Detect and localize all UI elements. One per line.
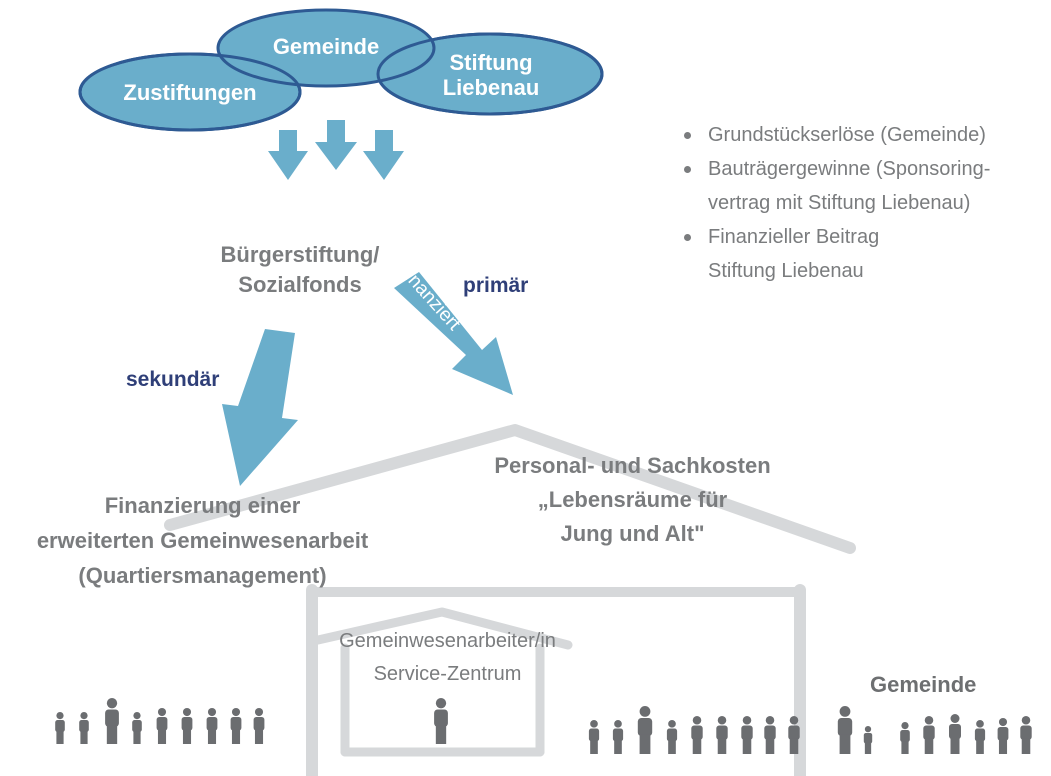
person-icon	[132, 712, 142, 744]
costs-label: Personal- und Sachkosten „Lebensräume fü…	[494, 453, 771, 546]
arrow-label-secondary: sekundär	[126, 368, 220, 391]
down-arrow-3	[363, 130, 404, 180]
source-label-zustiftungen: Zustiftungen	[123, 80, 257, 105]
list-item: Grundstückserlöse (Gemeinde)	[680, 118, 1040, 152]
people-group	[55, 698, 1032, 754]
person-icon	[253, 708, 265, 744]
person-icon	[949, 714, 961, 754]
source-label-stiftung-line1: Stiftung	[449, 50, 533, 75]
person-icon	[206, 708, 218, 744]
bullet-dot	[684, 234, 691, 241]
person-icon	[923, 716, 935, 754]
person-icon	[788, 716, 800, 754]
person-icon	[156, 708, 168, 744]
inflow-arrows	[268, 120, 404, 180]
person-icon	[741, 716, 753, 754]
secondary-arrow	[222, 329, 298, 486]
list-item: Bauträgergewinne (Sponsoring- vertrag mi…	[680, 152, 1040, 220]
person-icon	[637, 706, 653, 754]
service-house-outline	[313, 607, 573, 757]
person-icon	[181, 708, 193, 744]
source-label-gemeinde: Gemeinde	[272, 34, 380, 59]
source-label-stiftung: Stiftung Liebenau	[425, 50, 557, 100]
foundation-label: Bürgerstiftung/ Sozialfonds	[220, 242, 380, 297]
person-icon	[105, 698, 119, 744]
person-icon	[588, 720, 600, 754]
person-icon	[666, 720, 678, 754]
person-icon	[764, 716, 776, 754]
person-icon	[55, 712, 65, 744]
person-icon	[837, 706, 853, 754]
bullet-dot	[684, 132, 691, 139]
funding-sources-list: Grundstückserlöse (Gemeinde) Bauträgerge…	[680, 118, 1040, 288]
person-icon	[691, 716, 703, 754]
service-center-label: Gemeinwesenarbeiter/in Service-Zentrum	[339, 630, 556, 685]
person-icon	[230, 708, 242, 744]
arrow-label-primary: primär	[463, 274, 529, 297]
primary-arrow	[394, 272, 513, 395]
person-icon	[1020, 716, 1032, 754]
person-icon	[900, 722, 910, 754]
person-icon	[716, 716, 728, 754]
community-label: Gemeinde	[870, 672, 977, 697]
house-outline	[164, 424, 856, 776]
person-icon	[863, 726, 873, 754]
down-arrow-2	[315, 120, 357, 170]
community-work-label: Finanzierung einer erweiterten Gemeinwes…	[36, 493, 369, 588]
person-icon	[612, 720, 624, 754]
person-icon	[79, 712, 89, 744]
source-label-stiftung-line2: Liebenau	[442, 75, 540, 100]
person-icon	[434, 698, 448, 744]
person-icon	[974, 720, 986, 754]
down-arrow-1	[268, 130, 308, 180]
bullet-dot	[684, 166, 691, 173]
person-icon	[997, 718, 1009, 754]
list-item: Finanzieller Beitrag Stiftung Liebenau	[680, 220, 1040, 288]
